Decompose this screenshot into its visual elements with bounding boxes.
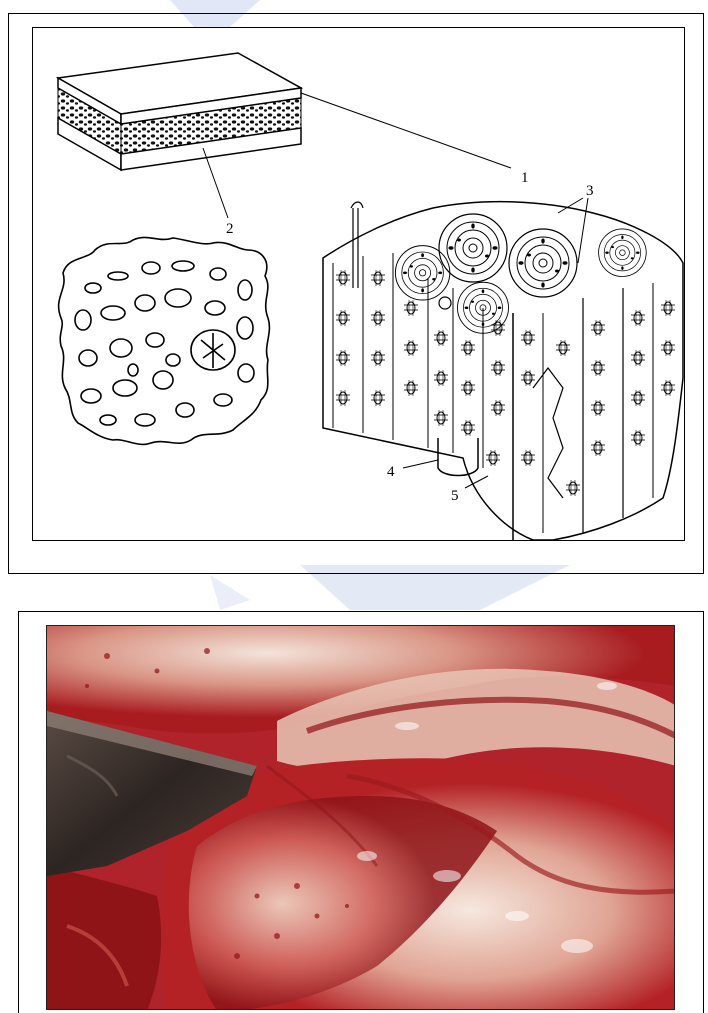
spongy-bone-piece bbox=[59, 237, 270, 444]
label-1: 1 bbox=[521, 170, 529, 186]
surgical-photo bbox=[46, 625, 675, 1010]
surgical-bone-exposure-image bbox=[47, 626, 675, 1010]
flat-bone-plate bbox=[58, 53, 301, 170]
bone-structure-diagram: 1 2 3 4 5 bbox=[33, 28, 686, 542]
label-4: 4 bbox=[387, 464, 395, 480]
label-5: 5 bbox=[451, 488, 459, 504]
diagram-inner-frame: 1 2 3 4 5 bbox=[32, 27, 685, 541]
label-2: 2 bbox=[226, 221, 234, 237]
compact-bone-block bbox=[323, 202, 683, 540]
label-3: 3 bbox=[586, 183, 594, 199]
